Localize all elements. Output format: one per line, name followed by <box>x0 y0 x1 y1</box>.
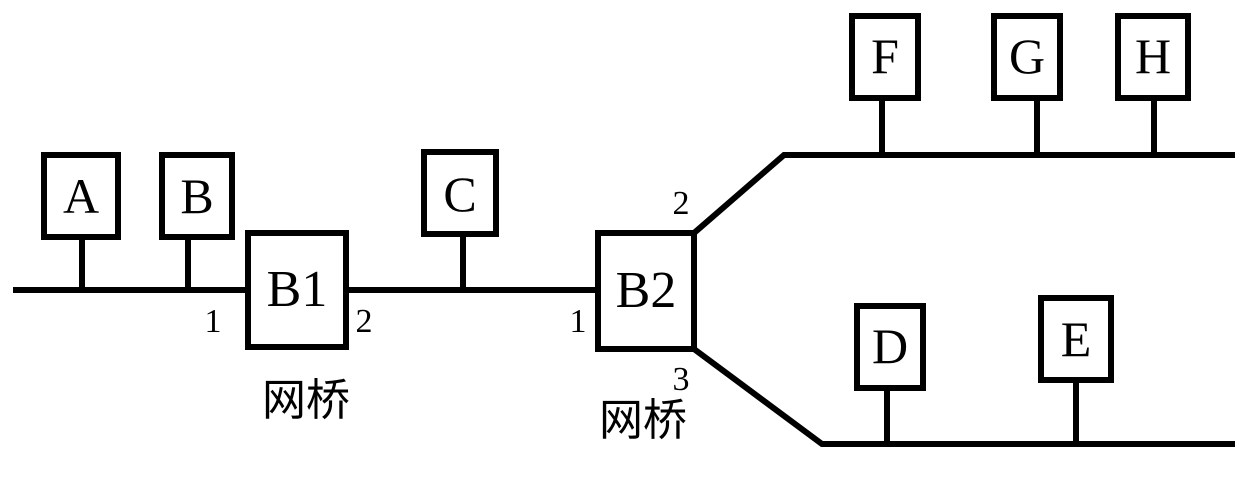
host-c: C <box>421 149 499 237</box>
bridge-b2-port-1: 1 <box>570 303 587 340</box>
host-e-box <box>1038 295 1114 383</box>
bridge-b1-caption: 网桥 <box>262 375 350 426</box>
bridge-b2-port-2: 2 <box>673 185 690 222</box>
bridge-b1-box <box>245 230 349 350</box>
host-g: G <box>991 13 1063 101</box>
host-c-label: C <box>443 166 476 222</box>
host-c-box <box>421 149 499 237</box>
host-a-label: A <box>63 168 99 224</box>
bridge-b1: B1 <box>245 230 349 350</box>
host-h-box <box>1115 13 1191 101</box>
host-g-label: G <box>1009 28 1045 84</box>
lan-segment-upper-right <box>689 152 1235 238</box>
host-h-label: H <box>1135 28 1171 84</box>
bridge-b1-port-2: 2 <box>356 303 373 340</box>
host-b: B <box>159 152 235 240</box>
host-d-box <box>854 303 926 391</box>
lan-segment-lower-right <box>689 344 1235 447</box>
bridge-b2-caption: 网桥 <box>599 395 687 446</box>
host-a-box <box>41 152 121 240</box>
host-f-box <box>849 13 921 101</box>
host-f-label: F <box>871 28 899 84</box>
host-f: F <box>849 13 921 101</box>
bridge-b2-label: B2 <box>616 262 677 319</box>
host-h: H <box>1115 13 1191 101</box>
host-g-box <box>991 13 1063 101</box>
host-a: A <box>41 152 121 240</box>
bridge-b2-box <box>595 230 697 352</box>
host-d: D <box>854 303 926 391</box>
bridge-b2-port-3: 3 <box>673 361 690 398</box>
bridge-b1-port-1: 1 <box>205 303 222 340</box>
host-e-label: E <box>1061 311 1092 367</box>
bridge-b2: B2 <box>595 230 697 352</box>
host-b-label: B <box>180 168 213 224</box>
bridge-b1-label: B1 <box>267 261 328 318</box>
host-e: E <box>1038 295 1114 383</box>
host-b-box <box>159 152 235 240</box>
host-d-label: D <box>872 318 908 374</box>
